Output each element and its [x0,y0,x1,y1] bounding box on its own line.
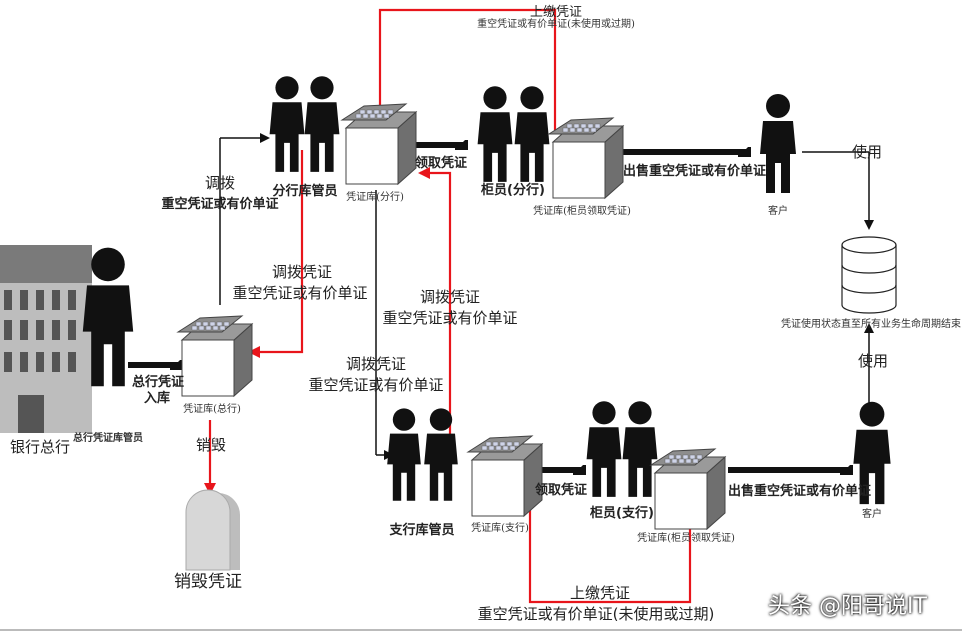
watermark: 头条 @阳哥说IT [768,594,927,619]
receive-sub-label: 领取凭证 [535,483,588,498]
alloc-branch-to-hq-title: 调拨凭证 [271,263,333,281]
destroy-vouchers-label: 销毁凭证 [174,572,242,592]
hq-manager-label: 总行凭证库管员 [73,433,143,444]
hq-vault-box-icon [177,315,253,397]
alloc-branch-to-hq-detail: 重空凭证或有价单证 [232,284,368,302]
teller-branch-person-icons [477,86,550,182]
bank-hq-building-icon [0,245,92,433]
sub-vault-box-icon [467,435,543,517]
alloc-branch-to-sub-detail: 重空凭证或有价单证 [308,376,444,394]
top-return-detail: 重空凭证或有价单证(未使用或过期) [477,19,635,30]
customer-bottom-label: 客户 [862,509,882,520]
teller-vault-sub-label: 凭证库(柜员领取凭证) [637,533,735,544]
branch-vault-box-icon [341,103,417,185]
branch-vault-label: 凭证库(分行) [346,192,404,203]
teller-branch-label: 柜员(分行) [481,183,545,198]
sub-manager-label: 支行库管员 [389,523,455,538]
teller-vault-sub-box-icon [650,448,726,530]
teller-sub-person-icons [586,401,658,497]
alloc-sub-to-branch-title: 调拨凭证 [419,288,481,306]
sub-vault-label: 凭证库(支行) [471,523,529,534]
allocate-hq-to-branch-title: 调拨 [204,174,236,192]
alloc-branch-to-sub-title: 调拨凭证 [345,355,407,373]
teller-sub-label: 柜员(支行) [590,506,654,521]
database-icon [841,236,897,314]
bottom-return-detail: 重空凭证或有价单证(未使用或过期) [477,605,715,623]
db-caption: 凭证使用状态直至所有业务生命周期结束 [781,319,961,330]
sub-manager-person-icons [387,408,458,501]
use-top-label: 使用 [852,143,883,161]
destroy-label: 销毁 [196,436,227,454]
red-flow-lines [204,8,692,604]
teller-vault-branch-label: 凭证库(柜员领取凭证) [533,206,631,217]
hq-inbound-detail: 入库 [144,391,171,406]
sell-sub-label: 出售重空凭证或有价单证 [728,484,872,499]
branch-manager-label: 分行库管员 [272,184,338,199]
use-bottom-label: 使用 [858,352,889,370]
customer-top-label: 客户 [768,206,788,217]
hq-vault-label: 凭证库(总行) [183,404,241,415]
branch-manager-person-icons [269,76,340,172]
top-return-title: 上缴凭证 [529,5,583,20]
sell-branch-label: 出售重空凭证或有价单证 [623,164,767,179]
allocate-hq-to-branch-detail: 重空凭证或有价单证 [161,197,279,212]
alloc-sub-to-branch-detail: 重空凭证或有价单证 [382,309,518,327]
teller-vault-branch-box-icon [548,117,624,199]
destroy-tombstone-icon [185,489,240,571]
receive-branch-label: 领取凭证 [415,156,468,171]
bank-hq-label: 银行总行 [10,438,71,456]
bottom-return-title: 上缴凭证 [569,584,631,602]
hq-inbound-title: 总行凭证 [132,375,185,390]
